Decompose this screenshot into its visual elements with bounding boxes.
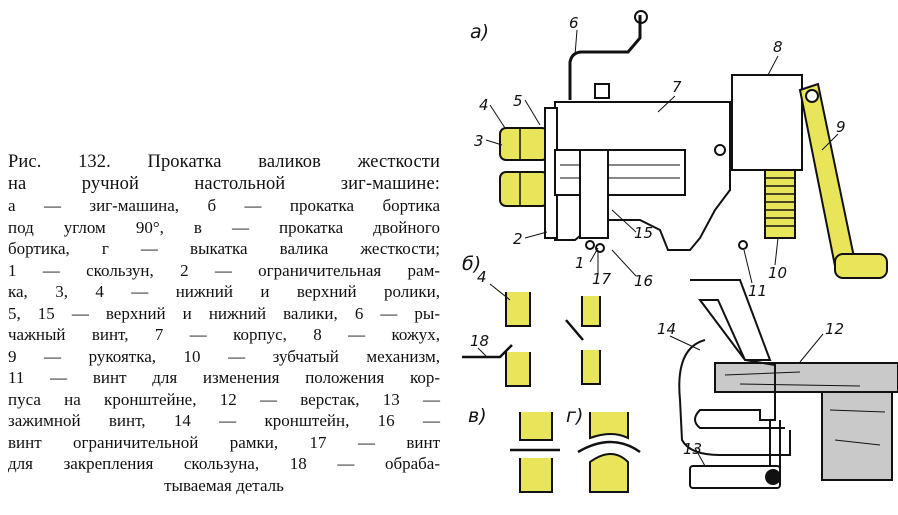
lever-screw [568, 15, 642, 100]
detail-v-lower [519, 458, 553, 493]
part-number-17: 17 [592, 270, 612, 288]
workbench-leg [821, 391, 893, 481]
part-number-4: 4 [479, 96, 489, 114]
section-label-g: г) [566, 405, 583, 427]
part-number-5: 5 [513, 92, 523, 110]
detail-b-upper-right [581, 296, 601, 327]
part-number-2: 2 [513, 230, 523, 248]
part-number-6: 6 [569, 14, 579, 32]
detail-b-lower-right [581, 350, 601, 385]
clamp-screw-end [765, 469, 781, 485]
caption-line: а — зиг-машина, б — прокатка бортика [8, 196, 440, 215]
machine-body [554, 101, 731, 251]
machine-illustration: а) б) в) г) 1 2 3 4 5 6 7 8 9 10 11 12 1… [462, 10, 898, 493]
caption-line: чажный винт, 7 — корпус, 8 — кожух, [8, 325, 440, 344]
caption-line: винт ограничительной рамки, 17 — винт [8, 432, 440, 452]
slider [579, 149, 609, 239]
part-number-13: 13 [683, 440, 702, 458]
part-number-11: 11 [748, 282, 767, 300]
caption-line: ка, 3, 4 — нижний и верхний ролики, [8, 282, 440, 301]
part-number-8: 8 [773, 38, 783, 56]
gear-mechanism [764, 169, 796, 239]
part-number-3: 3 [474, 132, 484, 150]
figure-caption: Рис. 132. Прокатка валиков жесткости на … [8, 152, 440, 496]
workbench-top [714, 362, 898, 393]
section-label-b: б) [462, 253, 481, 275]
caption-line: для закрепления скользуна, 18 — обраба- [8, 454, 440, 473]
section-label-v: в) [468, 405, 487, 427]
crank-arm [798, 82, 857, 268]
clamp-arm [678, 339, 791, 456]
caption-line: зажимной винт, 14 — кронштейн, 16 — [8, 411, 440, 430]
upper-roller [499, 127, 549, 161]
caption-line: 11 — винт для изменения положения кор- [8, 368, 440, 387]
caption-title: Рис. 132. Прокатка валиков жесткости [8, 152, 440, 172]
caption-line: 5, 15 — верхний и нижний валики, 6 — ры- [8, 303, 440, 323]
caption-line: 9 — рукоятка, 10 — зубчатый механизм, [8, 346, 440, 366]
caption-line: бортика, г — выкатка валика жесткости; [8, 239, 440, 258]
detail-v-upper [519, 412, 553, 441]
part-number-14: 14 [657, 320, 676, 338]
part-number-10: 10 [768, 264, 787, 282]
caption-line: 1 — скользун, 2 — ограничительная рам- [8, 260, 440, 280]
housing [731, 74, 803, 171]
part-number-7: 7 [672, 78, 682, 96]
part-number-18: 18 [470, 332, 489, 350]
part-number-15: 15 [634, 224, 653, 242]
part-number-1: 1 [575, 254, 585, 272]
detail-g-upper [589, 412, 629, 440]
crank-grip [834, 253, 888, 279]
workpiece [462, 344, 513, 359]
caption-subtitle: на ручной настольной зиг-машине: [8, 173, 440, 194]
lower-roller [499, 171, 549, 207]
part-number-12: 12 [825, 320, 844, 338]
detail-b-upper-left [505, 292, 531, 327]
part-number-4-detail: 4 [477, 268, 487, 286]
part-number-16: 16 [634, 272, 653, 290]
caption-line: тываемая деталь [164, 475, 284, 495]
detail-b-lower-left [505, 352, 531, 387]
bracket [690, 279, 785, 429]
caption-line: под углом 90°, в — прокатка двойного [8, 217, 440, 237]
caption-line: пуса на кронштейне, 12 — верстак, 13 — [8, 389, 440, 409]
part-number-9: 9 [836, 118, 846, 136]
section-label-a: а) [470, 21, 489, 43]
detail-g-lower [589, 453, 629, 493]
